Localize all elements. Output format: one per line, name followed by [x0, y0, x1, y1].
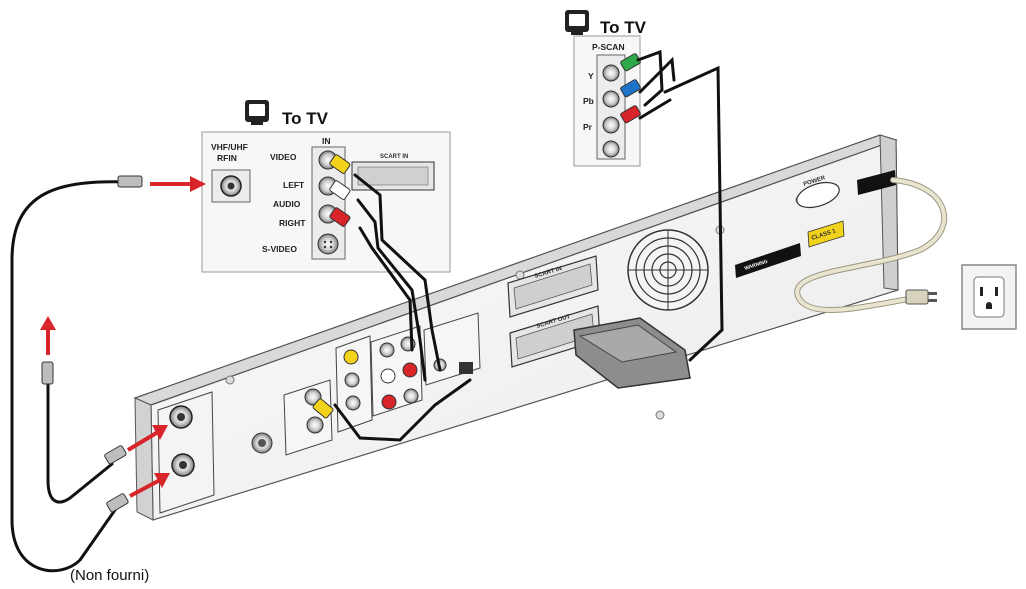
footnote: (Non fourni)	[70, 567, 150, 584]
av-return-cable	[333, 378, 472, 442]
red-plug-right	[620, 105, 641, 124]
warning-label: WARNING	[735, 243, 801, 278]
yellow-plug	[329, 154, 351, 174]
pscan-label: P-SCAN	[592, 42, 625, 52]
screw	[225, 375, 235, 385]
red-arrows	[40, 176, 206, 498]
device-rear-panel: SCART IN SCART OUT WARNING CLASS 1	[133, 134, 899, 521]
blue-plug	[620, 79, 641, 98]
power-inlet	[857, 170, 896, 195]
power-cord	[794, 177, 948, 313]
tv-panel-left: VHF/UHF RFIN IN VIDEO LEFT AUDIO RIGHT S…	[201, 131, 451, 273]
composite-cable-1	[353, 173, 442, 372]
antenna-block	[157, 391, 215, 514]
right-label: RIGHT	[279, 218, 306, 228]
cables	[10, 49, 724, 573]
tv-title-left: To TV	[245, 100, 329, 128]
component-cable-1	[636, 49, 664, 107]
component-cable-3	[638, 98, 672, 120]
in-label: IN	[322, 136, 331, 146]
pb-jack	[602, 90, 620, 108]
arrow-antenna-out	[129, 473, 170, 498]
composite-cable-3	[358, 226, 414, 352]
antenna-loop-cable	[10, 180, 130, 573]
coax-connectors	[41, 175, 334, 513]
pr-label: Pr	[583, 122, 593, 132]
component-cable-2	[638, 56, 676, 94]
scart-out-connector: SCART OUT	[509, 305, 601, 368]
wall-outlet	[961, 264, 1017, 330]
red-plug	[329, 207, 351, 227]
scart-in-connector: SCART IN	[507, 255, 599, 318]
antenna-cable	[46, 373, 114, 504]
rf-label-line2: RFIN	[217, 153, 237, 163]
screw	[515, 270, 525, 280]
arrow-antenna-in	[126, 425, 168, 452]
pb-label: Pb	[583, 96, 594, 106]
composite-cable-2	[356, 198, 427, 382]
y-jack	[602, 64, 620, 82]
svideo-in-jack	[317, 233, 339, 255]
component-main-cable	[663, 65, 724, 362]
tv-title-right-text: To TV	[600, 18, 647, 37]
svideo-label: S-VIDEO	[262, 244, 297, 254]
white-plug	[329, 180, 351, 200]
tv-title-right: To TV	[565, 10, 647, 37]
left-label: LEFT	[283, 180, 305, 190]
green-plug	[620, 53, 641, 72]
power-plug	[905, 289, 929, 305]
svideo-jack-right	[602, 140, 620, 158]
device-left-side	[134, 397, 154, 521]
y-label: Y	[588, 71, 594, 81]
screw	[655, 410, 665, 420]
power-switch: POWER	[796, 175, 840, 209]
arrow-up-antenna	[40, 316, 56, 355]
scart-plug	[573, 317, 691, 389]
tv-scart-label: SCART IN	[380, 154, 408, 160]
rf-label-line1: VHF/UHF	[211, 142, 248, 152]
video-label: VIDEO	[270, 152, 297, 162]
svideo-area	[251, 432, 273, 454]
tv-title-left-text: To TV	[282, 109, 329, 128]
tv-icon	[565, 10, 589, 35]
pr-jack	[602, 116, 620, 134]
fan-grill	[627, 229, 709, 311]
tv-icon	[245, 100, 269, 125]
class1-label: CLASS 1	[807, 220, 845, 248]
arrow-to-tv-rf	[150, 176, 206, 192]
audio-label: AUDIO	[273, 199, 301, 209]
tv-panel-right: P-SCAN Y Pb Pr	[573, 35, 641, 167]
